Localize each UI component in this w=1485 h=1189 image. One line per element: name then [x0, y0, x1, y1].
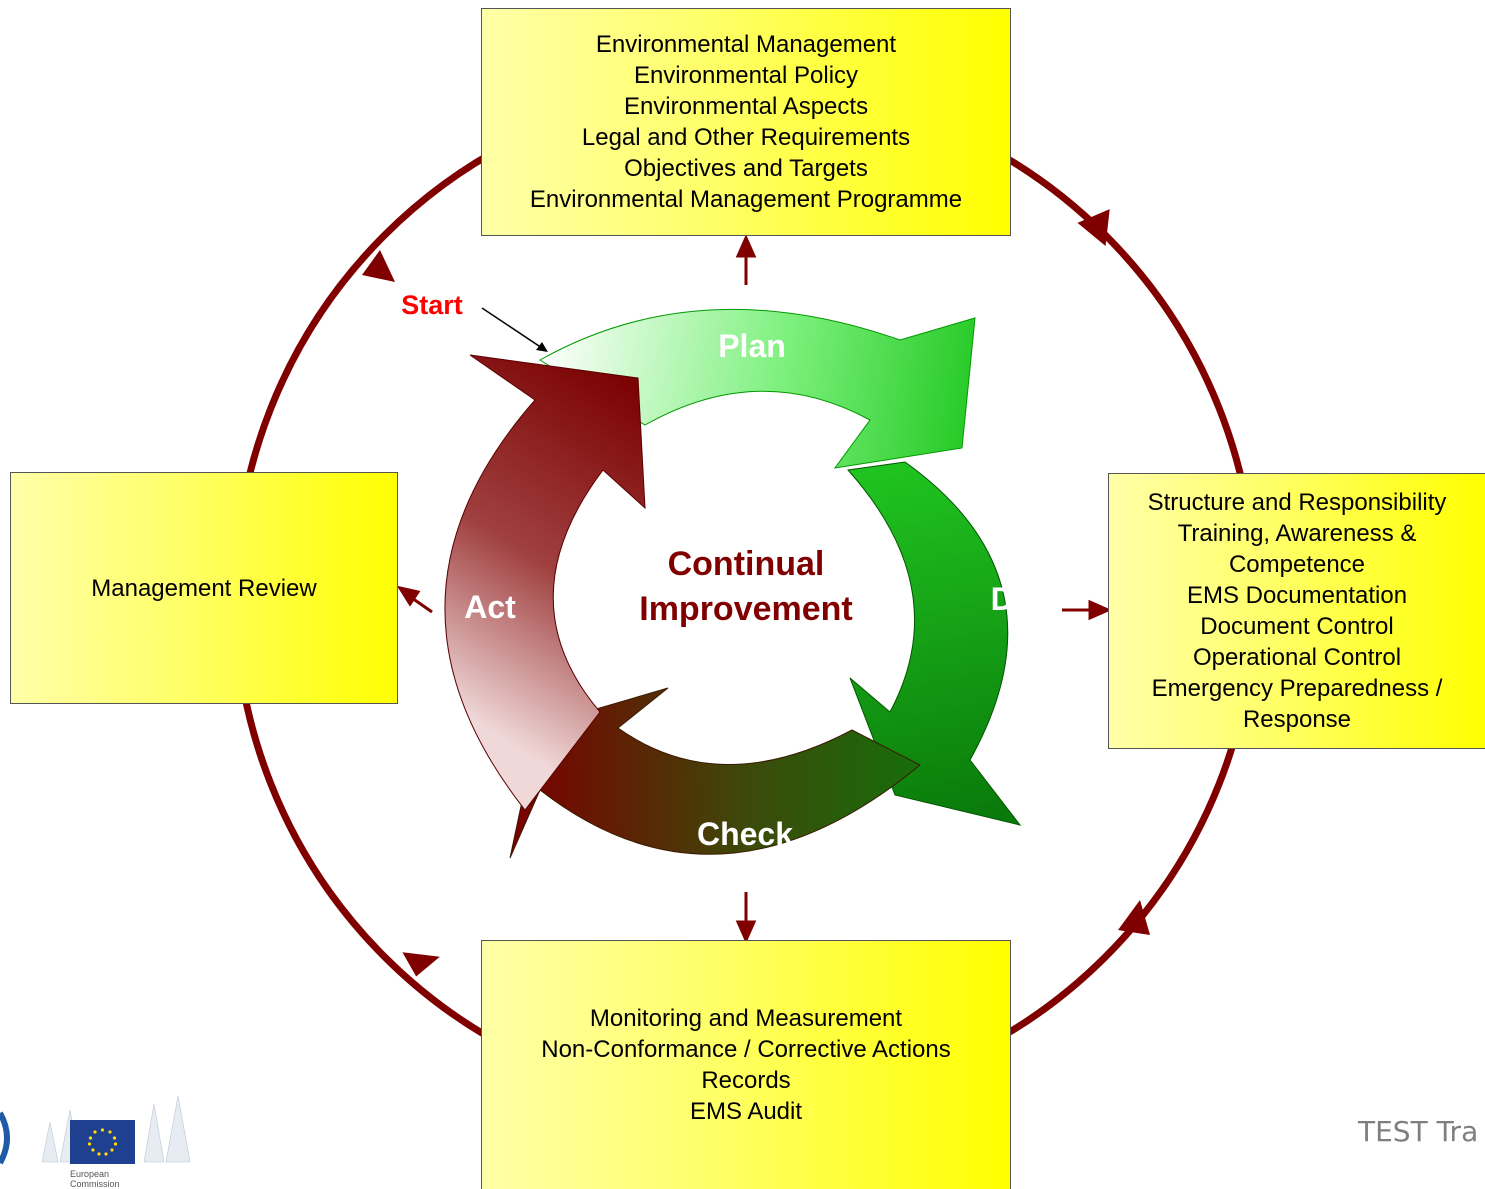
act-box: Management Review	[10, 472, 398, 704]
plan-box-line: Objectives and Targets	[624, 155, 868, 182]
plan-box: Environmental Management Environmental P…	[481, 8, 1011, 236]
do-box-line: EMS Documentation	[1186, 582, 1408, 609]
check-box-line: Records	[701, 1067, 791, 1094]
do-box-line: Emergency Preparedness /	[1151, 675, 1443, 702]
ec-logo-text-line1: European	[70, 1169, 110, 1179]
plan-box-line: Environmental Management	[595, 31, 897, 58]
ring-arrowhead-bottom-left	[402, 952, 440, 977]
do-box-line: Training, Awareness &	[1177, 520, 1417, 547]
plan-label: Plan	[718, 328, 786, 364]
do-box-line: Structure and Responsibility	[1147, 489, 1447, 516]
act-label: Act	[464, 589, 516, 625]
do-label: Do	[991, 581, 1034, 617]
footer-text: TEST Tra	[1358, 1115, 1479, 1148]
plan-box-line: Environmental Policy	[633, 62, 859, 89]
check-box-line: EMS Audit	[689, 1098, 803, 1125]
ring-arrowhead-top-left	[362, 250, 395, 282]
plan-box-line: Environmental Management Programme	[529, 186, 963, 213]
plan-box-line: Legal and Other Requirements	[581, 124, 911, 151]
do-box-line: Response	[1242, 706, 1352, 733]
check-label: Check	[697, 816, 793, 852]
eu-flag-icon	[70, 1120, 135, 1164]
outer-ring-arrowheads	[362, 209, 1150, 977]
ec-building-graphic	[40, 1092, 192, 1164]
check-box: Monitoring and Measurement Non-Conforman…	[481, 940, 1011, 1189]
ec-logo-text-line2: Commission	[70, 1179, 120, 1189]
plan-arrow	[539, 308, 976, 469]
center-label-line1: Continual	[668, 545, 825, 583]
do-box-line: Document Control	[1200, 613, 1394, 640]
start-label: Start	[401, 290, 463, 320]
partial-logo-left	[0, 1111, 10, 1165]
ring-arrowhead-top-right	[1077, 209, 1110, 246]
connector-arrows	[396, 234, 1112, 944]
do-box: Structure and Responsibility Training, A…	[1108, 473, 1485, 749]
plan-box-line: Environmental Aspects	[623, 93, 869, 120]
center-label-line2: Improvement	[639, 590, 853, 628]
start-pointer-arrowhead	[536, 342, 548, 352]
check-box-line: Non-Conformance / Corrective Actions	[541, 1036, 951, 1063]
act-box-line: Management Review	[91, 574, 317, 602]
act-arrow	[444, 354, 646, 811]
start-pointer-line	[481, 307, 546, 351]
ring-arrowhead-bottom-right	[1118, 900, 1150, 935]
do-arrow	[847, 461, 1022, 826]
check-box-line: Monitoring and Measurement	[589, 1005, 903, 1032]
european-commission-logo: European Commission	[40, 1092, 192, 1189]
do-box-line: Operational Control	[1192, 644, 1402, 671]
do-box-line: Competence	[1228, 551, 1366, 578]
